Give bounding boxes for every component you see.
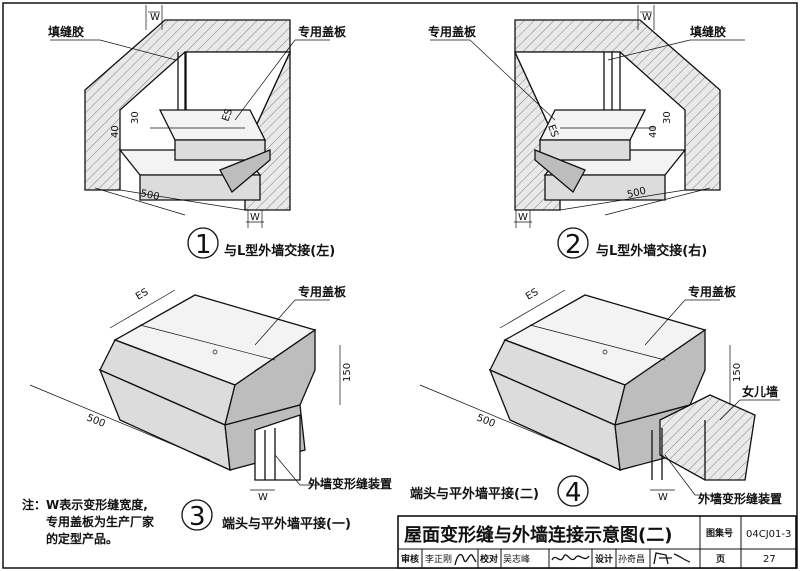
d1-dim-es: ES <box>220 107 235 123</box>
d1-dim-30: 30 <box>130 111 141 124</box>
detail-1 <box>50 5 330 228</box>
d1-caption: 与L型外墙交接(左) <box>224 243 335 259</box>
d3-device-label: 外墙变形缝装置 <box>308 476 392 491</box>
d3-number: 3 <box>189 502 206 532</box>
reviewer-label: 审核 <box>401 553 419 565</box>
checker-label: 校对 <box>480 553 498 565</box>
d1-dim-w-top: W <box>150 12 160 23</box>
d4-circle <box>557 475 589 507</box>
d1-dim-w-bottom: W <box>250 212 260 223</box>
d1-cover-label: 专用盖板 <box>298 24 347 39</box>
d4-cover-label: 专用盖板 <box>688 284 737 299</box>
d2-dim-w-top: W <box>642 12 652 23</box>
d1-number: 1 <box>195 230 212 260</box>
d2-caption: 与L型外墙交接(右) <box>596 243 707 259</box>
d2-filler-label: 填缝胶 <box>690 24 726 39</box>
d4-dim-w: W <box>658 492 668 503</box>
d1-circle <box>187 227 219 259</box>
checker-name: 吴志峰 <box>503 553 530 565</box>
title-block-title: 屋面变形缝与外墙连接示意图(二) <box>404 524 672 546</box>
designer-name: 孙奇昌 <box>618 553 645 565</box>
reviewer-signature <box>454 553 477 566</box>
page-label: 页 <box>716 554 725 565</box>
d4-number: 4 <box>565 478 582 508</box>
d4-caption: 端头与平外墙平接(二) <box>410 486 539 502</box>
d2-dim-w-bottom: W <box>518 212 528 223</box>
d3-caption: 端头与平外墙平接(一) <box>222 516 351 532</box>
d2-dim-40: 40 <box>648 125 659 138</box>
detail-3 <box>29 289 341 491</box>
d3-dim-w: W <box>258 492 268 503</box>
page-value: 27 <box>763 554 776 565</box>
d4-dim-150: 150 <box>732 363 743 382</box>
d2-dim-es: ES <box>545 123 560 139</box>
d4-parapet-label: 女儿墙 <box>742 384 778 399</box>
atlas-value: 04CJ01-3 <box>746 529 791 540</box>
d4-dim-es: ES <box>524 287 540 303</box>
note-line-3: 的定型产品。 <box>46 531 118 546</box>
note-line-2: 专用盖板为生产厂家 <box>46 514 155 529</box>
d2-number: 2 <box>565 230 582 260</box>
reviewer-name: 李正刚 <box>425 553 452 565</box>
d4-dim-500: 500 <box>475 413 497 430</box>
d1-dim-40: 40 <box>110 125 121 138</box>
detail-4 <box>419 289 780 496</box>
d2-dim-500: 500 <box>626 186 647 201</box>
d2-cover-label: 专用盖板 <box>428 24 477 39</box>
note-line-1: 注：W表示变形缝宽度, <box>22 497 148 512</box>
detail-2 <box>430 5 745 228</box>
d1-dim-500: 500 <box>139 188 160 203</box>
designer-signature <box>653 552 691 565</box>
d3-dim-es: ES <box>134 287 150 303</box>
d3-cover-label: 专用盖板 <box>298 284 347 299</box>
d2-dim-30: 30 <box>662 111 673 124</box>
d1-filler-label: 填缝胶 <box>48 24 84 39</box>
d2-circle <box>557 227 589 259</box>
checker-signature <box>551 554 590 561</box>
d4-device-label: 外墙变形缝装置 <box>698 491 782 506</box>
atlas-label: 图集号 <box>706 527 733 539</box>
d3-dim-150: 150 <box>342 363 353 382</box>
d3-dim-500: 500 <box>85 413 107 430</box>
designer-label: 设计 <box>595 553 613 565</box>
d3-circle <box>181 499 213 531</box>
